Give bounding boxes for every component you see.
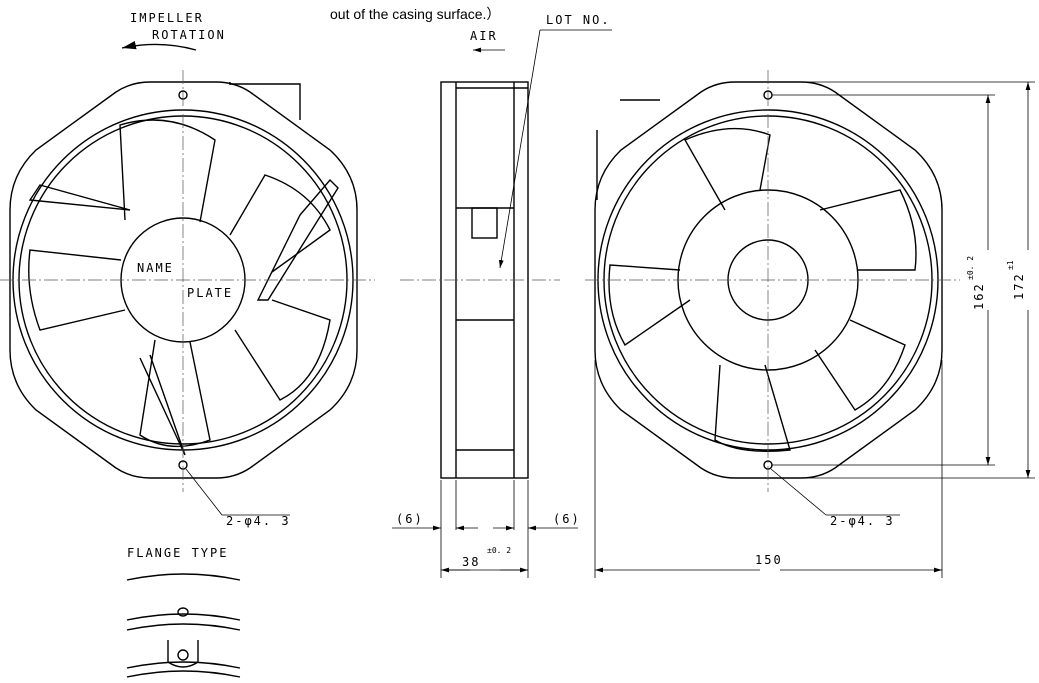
name-plate-label-2: PLATE — [187, 286, 233, 300]
hole-dimension-left: 2-φ4. 3 — [226, 514, 291, 528]
impeller-label: IMPELLER — [130, 11, 204, 25]
lot-number-label: LOT NO. — [546, 13, 611, 27]
side-view: AIR LOT NO. (6) (6) 38 ±0. 2 — [392, 13, 612, 578]
name-plate-label: NAME — [137, 261, 174, 275]
flange-type-detail: FLANGE TYPE — [126, 546, 241, 678]
hole-pitch-tolerance: ±0. 2 — [966, 256, 975, 280]
casing-note: out of the casing surface.） — [330, 6, 500, 22]
rotation-label: ROTATION — [152, 28, 226, 42]
front-view: NAME PLATE 2-φ4. 3 — [0, 70, 375, 528]
rear-view: 2-φ4. 3 150 162 ±0. 2 172 ±1 — [585, 70, 1035, 578]
rotation-arrow-icon — [121, 41, 197, 51]
height-dimension: 172 — [1012, 272, 1026, 300]
hole-pitch-dimension: 162 — [972, 282, 986, 310]
flange-dimension-left: (6) — [396, 512, 424, 526]
depth-tolerance: ±0. 2 — [487, 546, 511, 555]
hole-dimension-right: 2-φ4. 3 — [830, 514, 895, 528]
flange-dimension-right: (6) — [553, 512, 581, 526]
width-dimension: 150 — [755, 553, 783, 567]
flange-type-label: FLANGE TYPE — [127, 546, 228, 560]
depth-dimension: 38 — [462, 555, 480, 569]
height-tolerance: ±1 — [1006, 260, 1015, 270]
air-label: AIR — [470, 29, 498, 43]
